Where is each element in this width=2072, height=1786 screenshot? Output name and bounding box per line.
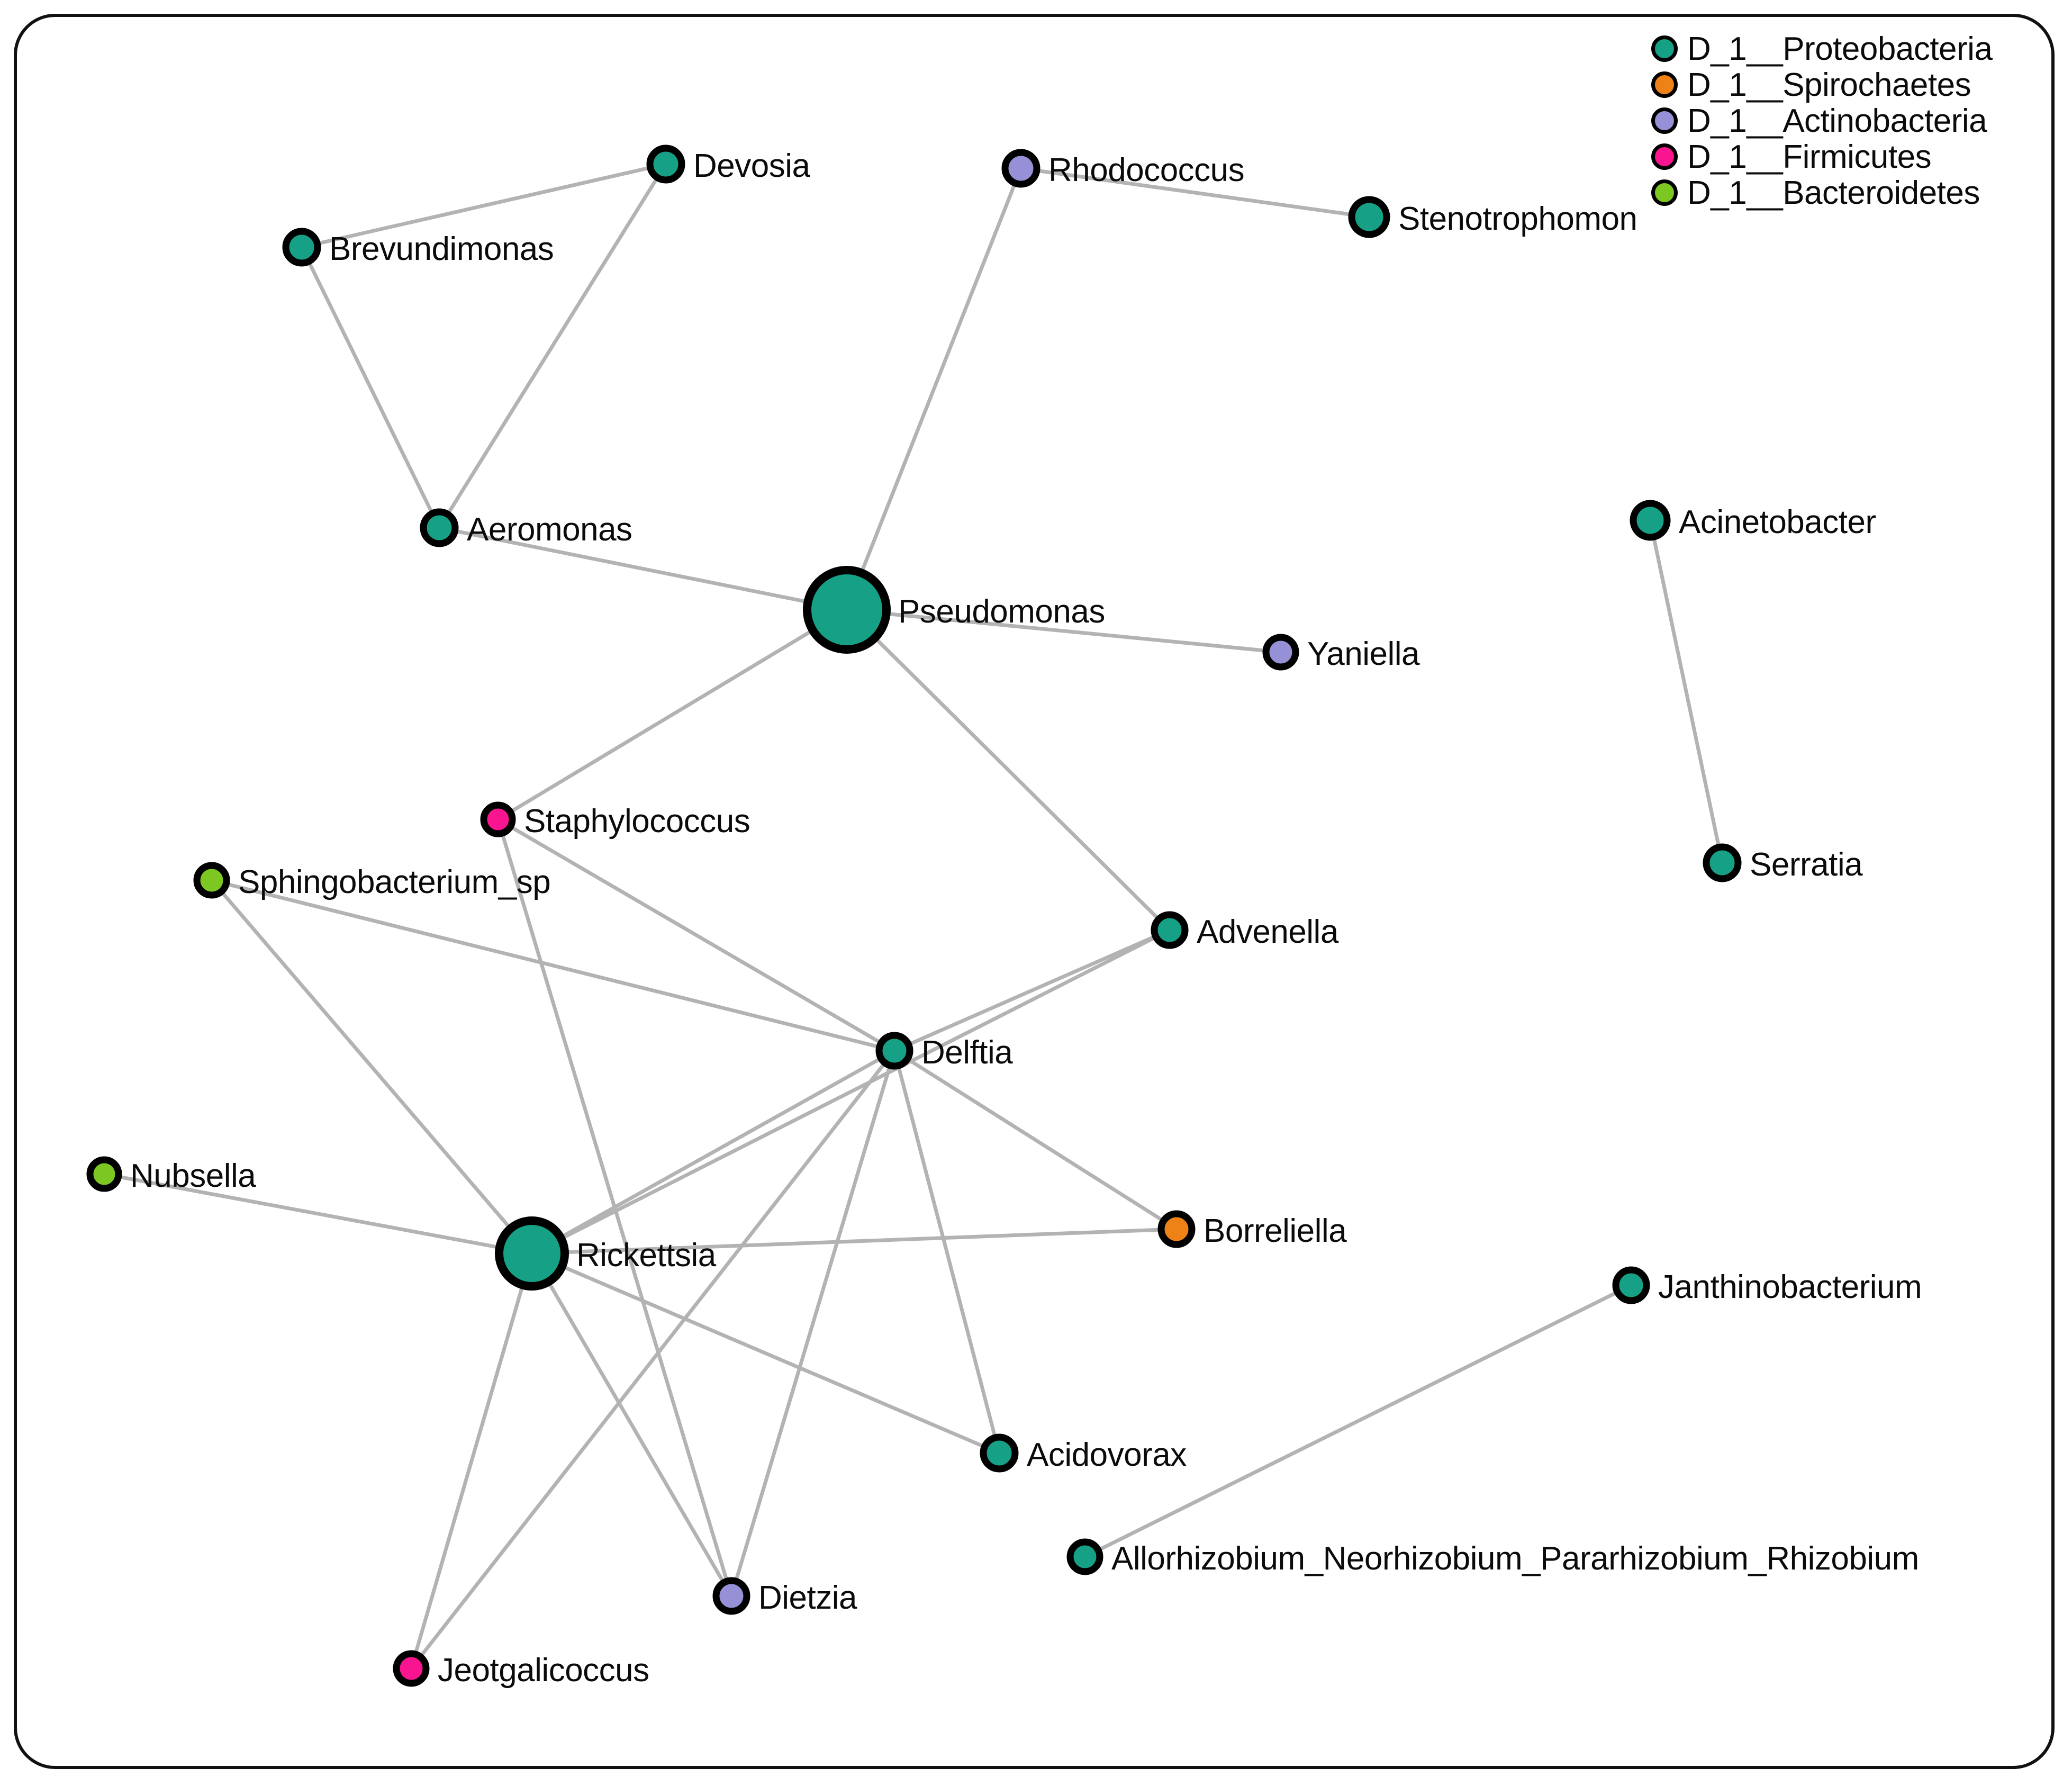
network-node[interactable] bbox=[1262, 634, 1299, 671]
network-edge bbox=[307, 260, 434, 515]
network-node[interactable] bbox=[393, 1650, 430, 1687]
network-edge bbox=[561, 1265, 986, 1448]
legend-label: D_1__Proteobacteria bbox=[1687, 30, 1993, 67]
node-label: Devosia bbox=[693, 148, 810, 184]
network-node[interactable] bbox=[1348, 196, 1390, 238]
network-node[interactable] bbox=[803, 566, 891, 654]
network-node[interactable] bbox=[646, 145, 685, 184]
node-label: Brevundimonas bbox=[329, 231, 554, 267]
network-edge bbox=[560, 935, 1157, 1240]
legend-item[interactable]: D_1__Firmicutes bbox=[1651, 139, 2053, 175]
node-label: Acinetobacter bbox=[1679, 504, 1876, 540]
network-node[interactable] bbox=[86, 1156, 122, 1192]
node-label: Rickettsia bbox=[576, 1237, 716, 1274]
legend-swatch-icon bbox=[1651, 179, 1678, 206]
network-edge bbox=[509, 825, 882, 1044]
legend-label: D_1__Bacteroidetes bbox=[1687, 174, 1980, 211]
network-edge bbox=[509, 629, 814, 814]
network-node[interactable] bbox=[1066, 1538, 1103, 1575]
network-edge bbox=[413, 1284, 524, 1655]
legend-item[interactable]: D_1__Proteobacteria bbox=[1651, 31, 2053, 67]
network-edge bbox=[1097, 1291, 1618, 1552]
network-edge bbox=[316, 166, 652, 246]
node-label: Sphingobacterium_sp bbox=[238, 864, 551, 900]
network-edge bbox=[225, 882, 881, 1049]
network-node[interactable] bbox=[1612, 1266, 1650, 1304]
legend-swatch-icon bbox=[1651, 35, 1678, 62]
node-label: Pseudomonas bbox=[898, 593, 1105, 630]
node-label: Allorhizobium_Neorhizobium_Pararhizobium… bbox=[1111, 1540, 1919, 1577]
network-edge bbox=[446, 176, 659, 516]
network-node[interactable] bbox=[1151, 911, 1189, 949]
network-edge bbox=[547, 1280, 725, 1584]
node-label: Rhodococcus bbox=[1048, 152, 1245, 188]
network-node[interactable] bbox=[712, 1577, 750, 1615]
node-label: Janthinobacterium bbox=[1658, 1269, 1922, 1305]
network-edge bbox=[454, 529, 809, 604]
network-edge bbox=[859, 182, 1017, 574]
network-node[interactable] bbox=[980, 1433, 1019, 1473]
node-label: Staphylococcus bbox=[524, 803, 750, 840]
network-edge bbox=[117, 1175, 501, 1249]
node-label: Jeotgalicoccus bbox=[438, 1652, 649, 1689]
legend-label: D_1__Actinobacteria bbox=[1687, 102, 1987, 139]
node-label: Acidovorax bbox=[1027, 1437, 1187, 1473]
network-node[interactable] bbox=[193, 862, 230, 899]
node-label: Advenella bbox=[1197, 914, 1338, 950]
network-edge bbox=[1036, 168, 1353, 217]
network-edge bbox=[885, 611, 1267, 653]
legend-swatch-icon bbox=[1651, 107, 1678, 134]
node-label: Nubsella bbox=[130, 1158, 256, 1194]
network-edge bbox=[220, 890, 512, 1230]
node-label: Yaniella bbox=[1307, 636, 1420, 672]
legend-label: D_1__Firmicutes bbox=[1687, 138, 1932, 175]
legend-item[interactable]: D_1__Actinobacteria bbox=[1651, 103, 2053, 139]
network-node[interactable] bbox=[480, 801, 516, 837]
node-layer bbox=[86, 145, 1742, 1687]
node-label: Aeromonas bbox=[467, 511, 632, 548]
node-label: Delftia bbox=[921, 1034, 1013, 1071]
network-node[interactable] bbox=[875, 1032, 913, 1070]
network-edge bbox=[734, 1065, 892, 1582]
network-node[interactable] bbox=[1001, 149, 1040, 188]
network-edge bbox=[1652, 536, 1721, 849]
network-edge bbox=[874, 636, 1160, 921]
edge-layer bbox=[117, 166, 1721, 1658]
network-edge bbox=[419, 1061, 886, 1658]
network-node[interactable] bbox=[282, 228, 321, 267]
network-node[interactable] bbox=[1157, 1210, 1196, 1248]
node-label: Stenotrophomon bbox=[1398, 201, 1637, 237]
legend-swatch-icon bbox=[1651, 143, 1678, 170]
network-edge bbox=[906, 1058, 1165, 1222]
network-edge bbox=[907, 934, 1157, 1047]
legend-item[interactable]: D_1__Bacteroidetes bbox=[1651, 175, 2053, 211]
network-edge bbox=[559, 1057, 882, 1239]
legend-label: D_1__Spirochaetes bbox=[1687, 66, 1971, 103]
node-label: Serratia bbox=[1750, 846, 1863, 883]
node-label: Borreliella bbox=[1204, 1213, 1347, 1249]
network-edge bbox=[897, 1065, 997, 1439]
node-label: Dietzia bbox=[758, 1580, 857, 1616]
legend-item[interactable]: D_1__Spirochaetes bbox=[1651, 67, 2053, 103]
network-node[interactable] bbox=[1630, 500, 1671, 541]
legend-swatch-icon bbox=[1651, 71, 1678, 98]
network-node[interactable] bbox=[495, 1216, 569, 1291]
network-node[interactable] bbox=[420, 508, 459, 547]
network-edge bbox=[564, 1228, 1162, 1255]
network-node[interactable] bbox=[1703, 843, 1742, 882]
